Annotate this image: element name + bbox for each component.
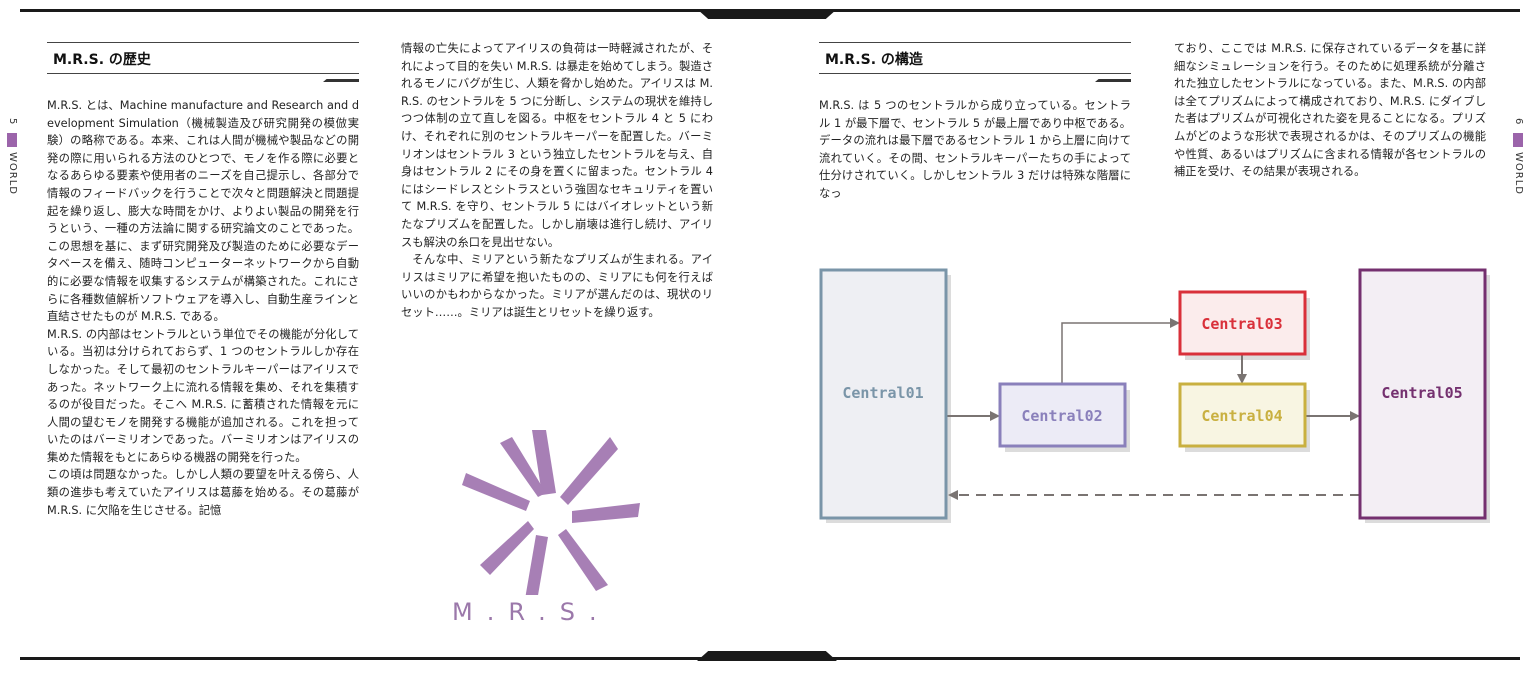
right-side-marker	[1513, 133, 1523, 147]
node-central03-label: Central03	[1201, 315, 1282, 333]
right-page-number: 6	[1513, 118, 1524, 125]
central-structure-diagram: Central01 Central02 Central03 Central04 …	[819, 268, 1490, 523]
history-column-1: M.R.S. とは、Machine manufacture and Resear…	[47, 97, 359, 519]
node-central03: Central03	[1178, 290, 1307, 356]
left-side-marker	[7, 133, 17, 147]
node-central05: Central05	[1358, 268, 1487, 520]
node-central02: Central02	[998, 382, 1127, 448]
structure-column-1: M.R.S. は 5 つのセントラルから成り立っている。セントラル 1 が最下層…	[819, 97, 1131, 203]
left-side-label: WORLD	[7, 152, 18, 195]
node-central01-label: Central01	[842, 384, 923, 402]
top-center-tab	[697, 9, 837, 19]
history-paragraph: 情報の亡失によってアイリスの負荷は一時軽減されたが、それによって目的を失い M.…	[401, 42, 713, 249]
structure-paragraph: ており、ここでは M.R.S. に保存されているデータを基に詳細なシミュレーショ…	[1174, 42, 1486, 179]
node-central05-label: Central05	[1381, 384, 1462, 402]
mrs-logo-text: M.R.S.	[452, 598, 611, 626]
arrow-02-to-03	[1061, 318, 1180, 384]
mrs-logo-icon	[462, 430, 640, 595]
history-paragraph: そんな中、ミリアという新たなプリズムが生まれる。アイリスはミリアに希望を抱いたも…	[401, 253, 713, 319]
history-paragraph: M.R.S. とは、Machine manufacture and Resear…	[47, 99, 359, 324]
history-heading-text: M.R.S. の歴史	[53, 52, 151, 68]
structure-heading: M.R.S. の構造	[819, 42, 1131, 74]
right-side-label: WORLD	[1513, 152, 1524, 195]
history-heading: M.R.S. の歴史	[47, 42, 359, 74]
structure-paragraph: M.R.S. は 5 つのセントラルから成り立っている。セントラル 1 が最下層…	[819, 99, 1131, 200]
node-central02-label: Central02	[1021, 407, 1102, 425]
left-page-number: 5	[7, 118, 18, 125]
structure-heading-underline	[819, 73, 1131, 74]
history-paragraph: M.R.S. の内部はセントラルという単位でその機能が分化している。当初は分けら…	[47, 327, 359, 464]
history-heading-underline	[47, 73, 359, 74]
node-central04: Central04	[1178, 382, 1307, 448]
node-central01: Central01	[819, 268, 948, 520]
node-central04-label: Central04	[1201, 407, 1282, 425]
history-paragraph: この頃は問題なかった。しかし人類の要望を叶える傍ら、人類の進歩も考えていたアイリ…	[47, 468, 359, 517]
structure-column-2: ており、ここでは M.R.S. に保存されているデータを基に詳細なシミュレーショ…	[1174, 40, 1486, 181]
history-column-2: 情報の亡失によってアイリスの負荷は一時軽減されたが、それによって目的を失い M.…	[401, 40, 713, 322]
bottom-center-tab	[697, 651, 837, 661]
structure-heading-text: M.R.S. の構造	[825, 52, 923, 68]
